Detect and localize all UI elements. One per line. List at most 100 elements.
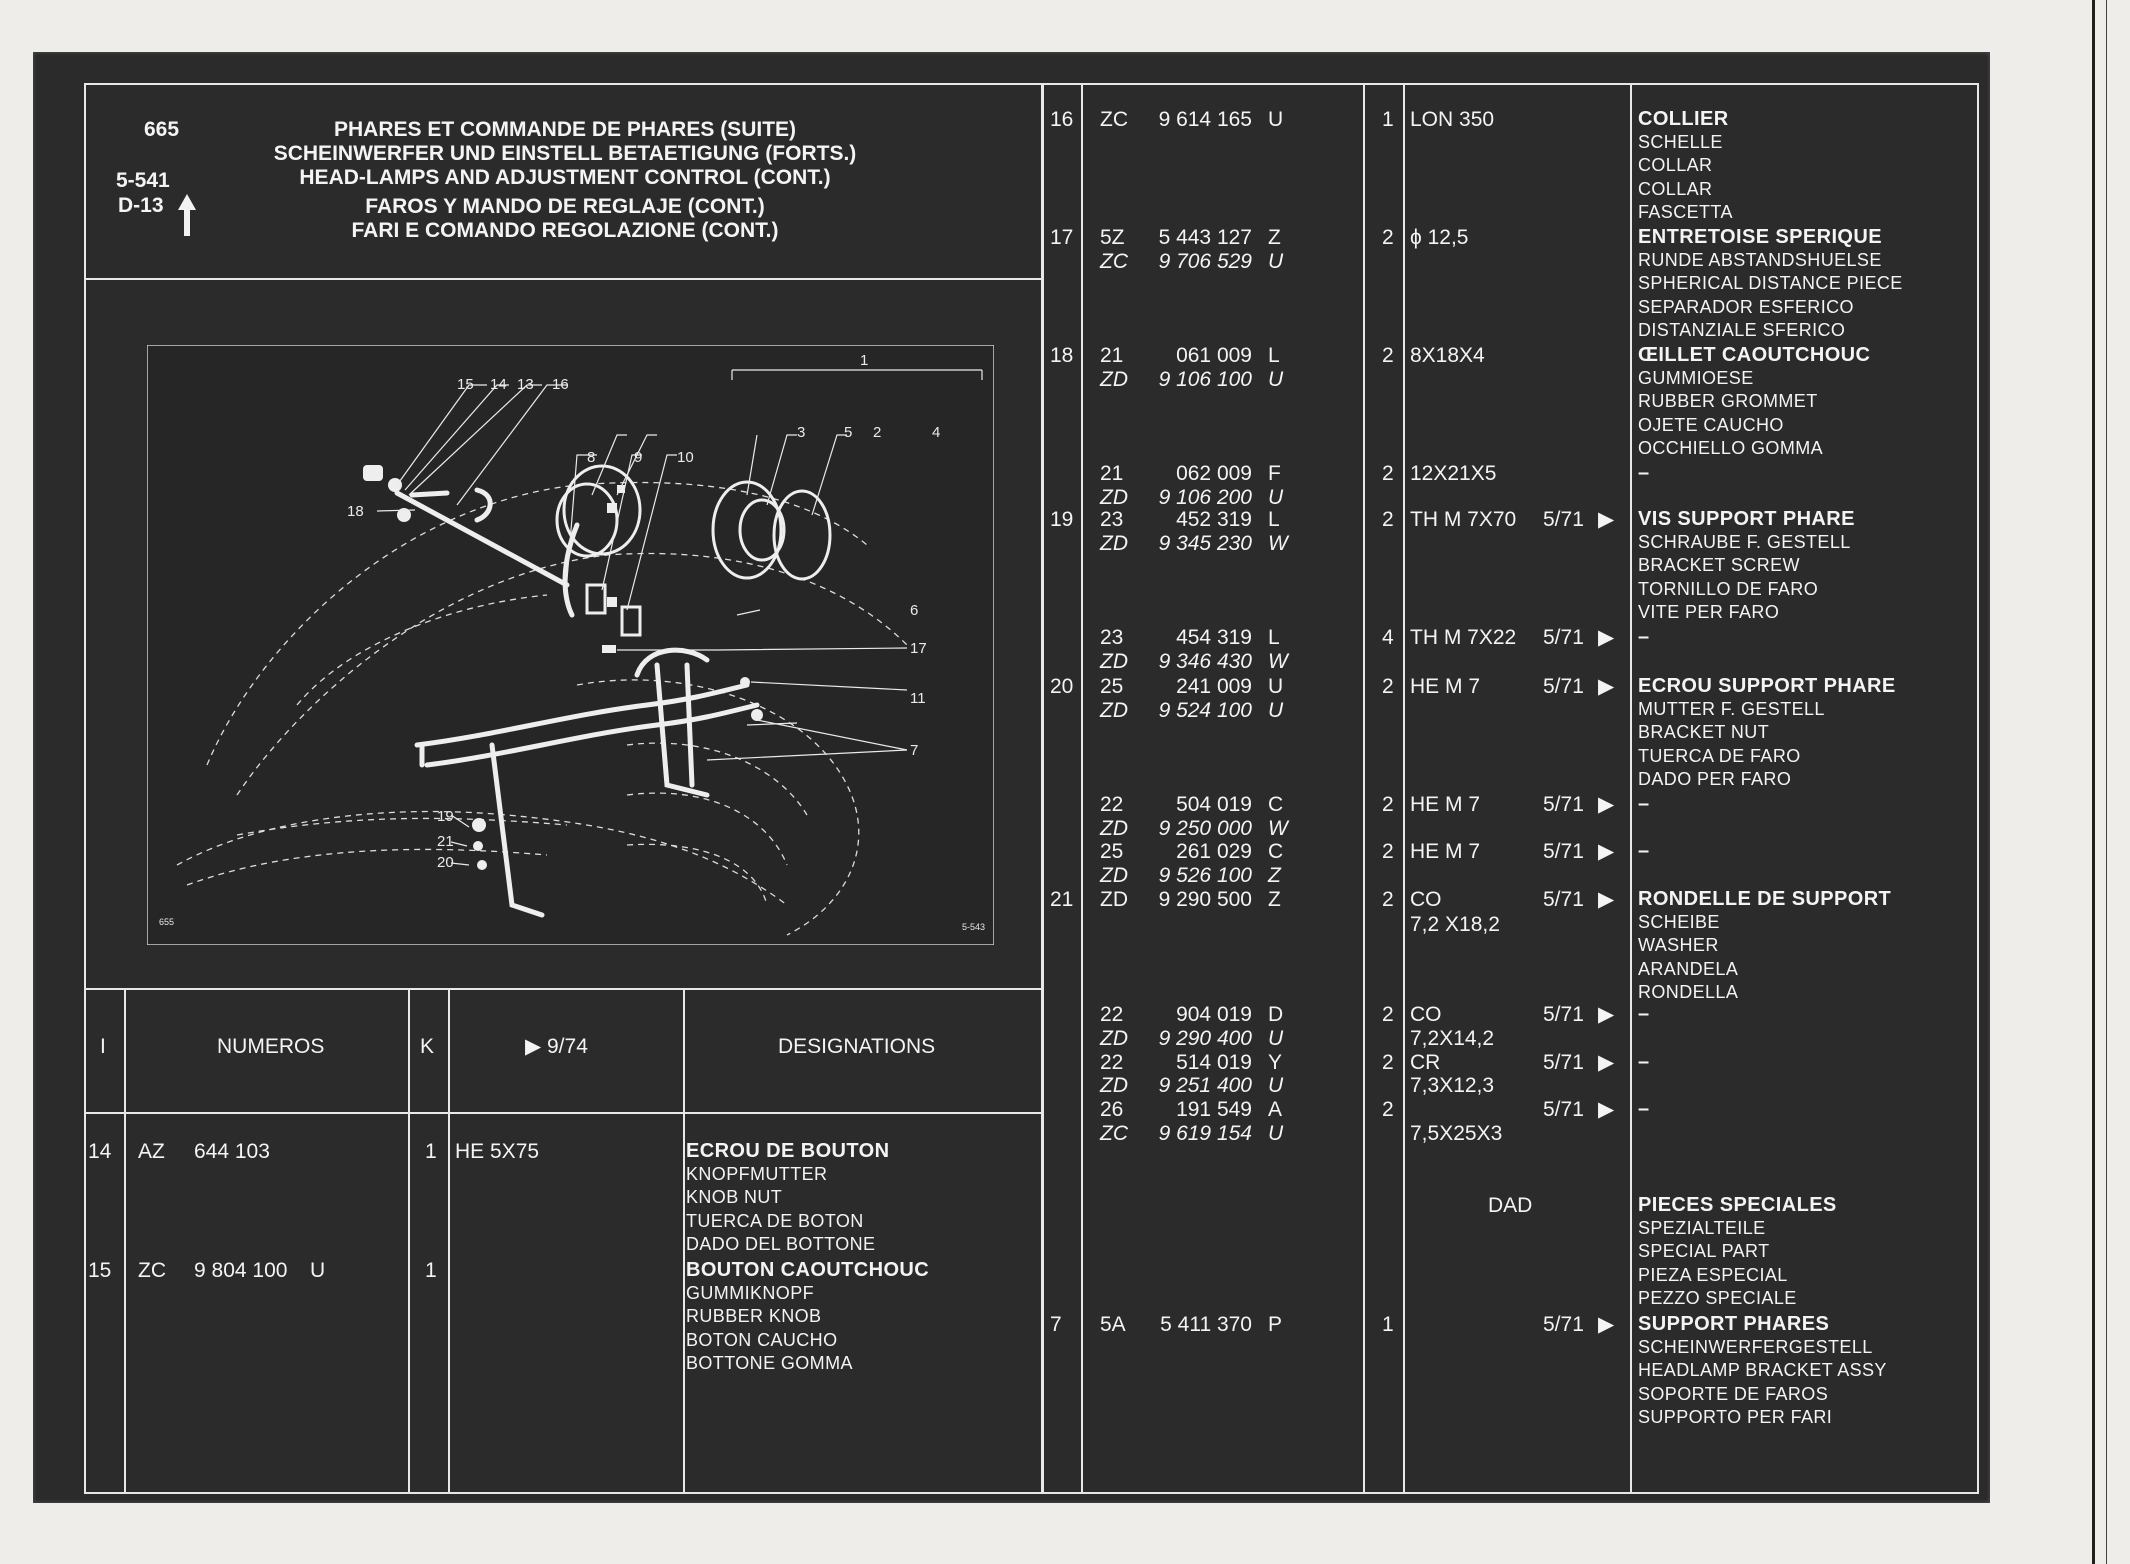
size-spec: 7,2 X18,2 [1410,913,1500,936]
part-suffix: Z [1268,226,1281,249]
designation-translation: VITE PER FARO [1638,602,1780,623]
size-spec: CR [1410,1051,1441,1074]
designation-translation: BRACKET NUT [1638,722,1770,743]
part-suffix: L [1268,626,1280,649]
callout-6: 6 [910,602,918,619]
item-number: 7 [1050,1313,1062,1336]
quantity: 2 [1382,1003,1394,1026]
designation-title: VIS SUPPORT PHARE [1638,508,1855,530]
right-triangle-icon: ▶ [1598,508,1615,531]
designation-translation: BRACKET SCREW [1638,555,1800,576]
callout-1: 1 [860,352,868,369]
designation-title: PIECES SPECIALES [1638,1194,1837,1216]
designation-translation: RUNDE ABSTANDSHUELSE [1638,249,1882,270]
designation-translation: SCHEIBE [1638,911,1720,932]
part-prefix: ZD [1100,532,1128,555]
part-number: 5 443 127 [1158,226,1252,249]
callout-9: 9 [634,449,642,466]
part-prefix: 23 [1100,626,1124,649]
date-code: 5/71 [1543,675,1584,698]
size-spec: ϕ 12,5 [1410,226,1469,249]
part-prefix: 25 [1100,840,1124,863]
part-number: 9 251 400 [1158,1074,1252,1097]
part-prefix: ZC [1100,1122,1128,1145]
designation-translation: SPHERICAL DISTANCE PIECE [1638,273,1903,294]
quantity: 2 [1382,793,1394,816]
right-triangle-icon: ▶ [1598,793,1615,816]
quantity: 2 [1382,344,1394,367]
designation-translation: DADO PER FARO [1638,769,1792,790]
quantity: 2 [1382,675,1394,698]
designation-title: RONDELLE DE SUPPORT [1638,888,1892,910]
designation-translation: FASCETTA [1638,202,1733,223]
part-prefix: 21 [1100,462,1124,485]
part-prefix: ZC [1100,108,1128,131]
designation-translation: COLLAR [1638,155,1713,176]
part-prefix: ZD [1100,699,1128,722]
part-suffix: W [1268,817,1288,840]
callout-14: 14 [490,376,507,393]
quantity: 1 [1382,1313,1394,1336]
quantity: 2 [1382,888,1394,911]
part-suffix: U [1268,699,1284,722]
part-prefix: 25 [1100,675,1124,698]
size-spec: LON 350 [1410,108,1495,131]
designation-translation: WASHER [1638,935,1719,956]
figure-corner-left: 655 [159,917,174,927]
part-prefix: 22 [1100,1003,1124,1026]
designation-translation: COLLAR [1638,178,1713,199]
part-number: 9 106 200 [1158,486,1252,509]
quantity: 2 [1382,840,1394,863]
title-en: HEAD-LAMPS AND ADJUSTMENT CONTROL (CONT.… [299,166,831,189]
part-number: 9 290 500 [1158,888,1252,911]
quantity: 1 [1382,108,1394,131]
part-number: 9 250 000 [1158,817,1252,840]
part-prefix: 5Z [1100,226,1125,249]
part-number: 454 319 [1176,626,1252,649]
part-prefix: ZD [1100,1074,1128,1097]
right-triangle-icon: ▶ [1598,1051,1615,1074]
page-edge-line [2106,0,2107,1564]
size-spec: HE M 7 [1410,675,1481,698]
callout-2: 2 [873,424,881,441]
size-spec: HE 5X75 [455,1140,540,1163]
size-spec: HE M 7 [1410,840,1481,863]
designation-translation: PEZZO SPECIALE [1638,1288,1797,1309]
part-number: 904 019 [1176,1003,1252,1026]
designation-translation: RUBBER KNOB [686,1306,822,1327]
designation-translation: SCHELLE [1638,131,1723,152]
date-code: 5/71 [1543,626,1584,649]
page-number: 665 [144,118,180,141]
up-arrow-icon [178,194,196,236]
date-code: 5/71 [1543,1051,1584,1074]
callout-3: 3 [797,424,805,441]
part-suffix: L [1268,344,1280,367]
part-number: 514 019 [1176,1051,1252,1074]
designation-translation: DISTANZIALE SFERICO [1638,320,1846,341]
designation-translation: SCHRAUBE F. GESTELL [1638,531,1851,552]
designation-translation: KNOB NUT [686,1187,783,1208]
designation-title: SUPPORT PHARES [1638,1313,1830,1335]
part-number: 062 009 [1176,462,1252,485]
part-number: 644 103 [194,1140,270,1163]
part-prefix: 22 [1100,793,1124,816]
part-number: 9 614 165 [1158,108,1252,131]
part-suffix: W [1268,650,1288,673]
callout-18: 18 [347,503,364,520]
part-prefix: 5A [1100,1313,1126,1336]
column-header-date: ▶ 9/74 [525,1035,588,1058]
part-number: 9 526 100 [1158,864,1252,887]
designation-title: – [1638,1051,1650,1073]
size-spec: 7,3X12,3 [1410,1074,1495,1097]
title-de: SCHEINWERFER UND EINSTELL BETAETIGUNG (F… [273,142,857,165]
part-prefix: ZD [1100,650,1128,673]
designation-translation: ARANDELA [1638,958,1739,979]
designation-translation: SOPORTE DE FAROS [1638,1383,1829,1404]
part-number: 9 346 430 [1158,650,1252,673]
designation-title: – [1638,793,1650,815]
right-triangle-icon: ▶ [1598,1003,1615,1026]
right-triangle-icon: ▶ [1598,1098,1615,1121]
figure-corner-right: 5-543 [962,922,985,932]
part-suffix: U [1268,368,1284,391]
designation-title: ENTRETOISE SPERIQUE [1638,226,1882,248]
